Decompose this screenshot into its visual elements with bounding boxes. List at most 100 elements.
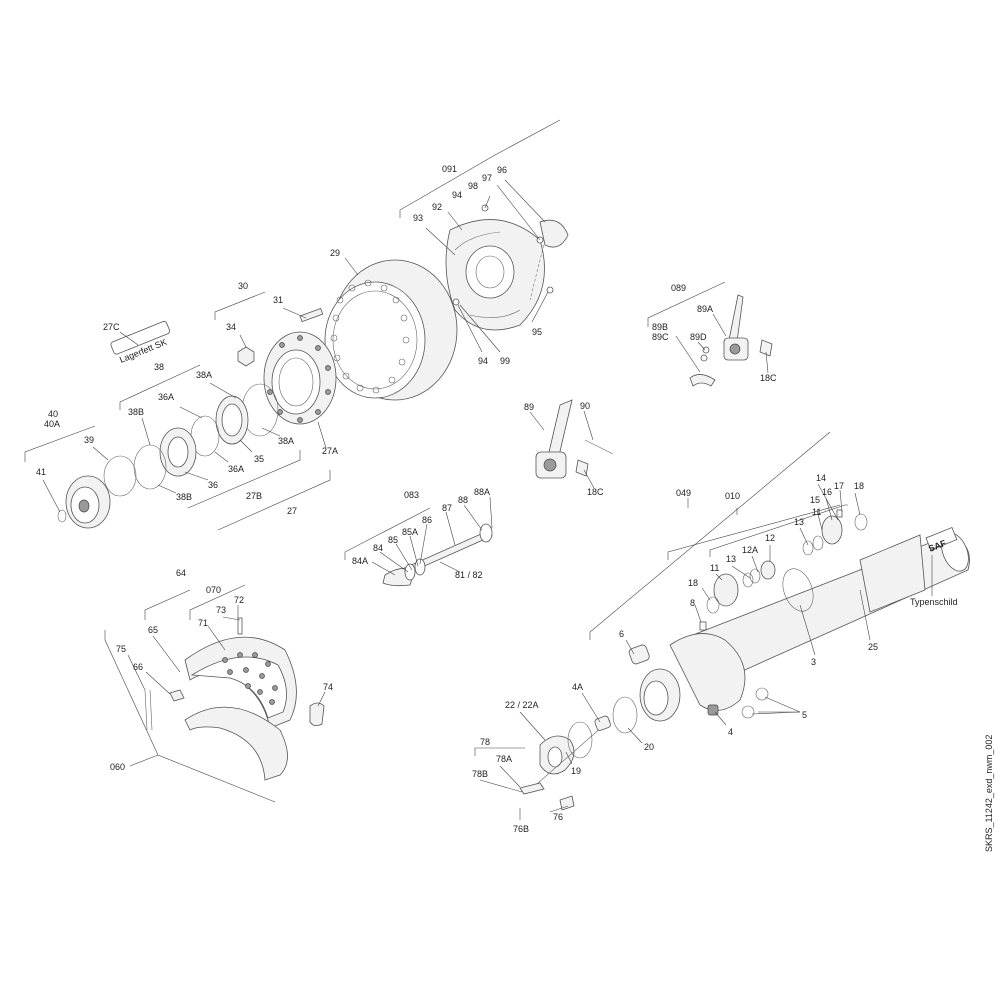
label: 96 bbox=[497, 165, 507, 175]
label: 35 bbox=[254, 454, 264, 464]
label: 12 bbox=[765, 533, 775, 543]
label: 88 bbox=[458, 495, 468, 505]
label: 3 bbox=[811, 657, 816, 667]
label: 38A bbox=[278, 436, 294, 446]
slack-adjuster-89 bbox=[535, 399, 614, 479]
label: 36 bbox=[208, 480, 218, 490]
label: 86 bbox=[422, 515, 432, 525]
label: 19 bbox=[571, 766, 581, 776]
dust-shield bbox=[445, 204, 569, 331]
label: 12A bbox=[742, 545, 758, 555]
label: 38B bbox=[176, 492, 192, 502]
label: 25 bbox=[868, 642, 878, 652]
label: 73 bbox=[216, 605, 226, 615]
label: 95 bbox=[532, 327, 542, 337]
label: 85A bbox=[402, 527, 418, 537]
label: 070 bbox=[206, 585, 221, 595]
label: 40A bbox=[44, 419, 60, 429]
label: 18 bbox=[854, 481, 864, 491]
label: 38 bbox=[154, 362, 164, 372]
label: 94 bbox=[452, 190, 462, 200]
label: 13 bbox=[726, 554, 736, 564]
label: 72 bbox=[234, 595, 244, 605]
label: 76 bbox=[553, 812, 563, 822]
label: 091 bbox=[442, 164, 457, 174]
label: 6 bbox=[619, 629, 624, 639]
label: 75 bbox=[116, 644, 126, 654]
brake-drum bbox=[324, 259, 458, 401]
label: 78 bbox=[480, 737, 490, 747]
label: 94 bbox=[478, 356, 488, 366]
label: 88A bbox=[474, 487, 490, 497]
label: 18C bbox=[587, 487, 604, 497]
label: 13 bbox=[794, 517, 804, 527]
label: 17 bbox=[834, 481, 844, 491]
label: 083 bbox=[404, 490, 419, 500]
label: 65 bbox=[148, 625, 158, 635]
label: 76B bbox=[513, 824, 529, 834]
label: 4 bbox=[728, 727, 733, 737]
label: 5 bbox=[802, 710, 807, 720]
label: 15 bbox=[810, 495, 820, 505]
label: 27B bbox=[246, 491, 262, 501]
label: 41 bbox=[36, 467, 46, 477]
label: 27A bbox=[322, 446, 338, 456]
label: 81 / 82 bbox=[455, 570, 483, 580]
label: 66 bbox=[133, 662, 143, 672]
label: 11 bbox=[812, 507, 821, 517]
label: 38A bbox=[196, 370, 212, 380]
label: 74 bbox=[323, 682, 333, 692]
label: 89B bbox=[652, 322, 668, 332]
label: Typenschild bbox=[910, 597, 958, 607]
slack-adjuster bbox=[689, 294, 773, 387]
label: 85 bbox=[388, 535, 398, 545]
label: 90 bbox=[580, 401, 590, 411]
label: 93 bbox=[413, 213, 423, 223]
label: 89C bbox=[652, 332, 669, 342]
label: 38B bbox=[128, 407, 144, 417]
saf-logo bbox=[925, 526, 958, 551]
cam-bearing bbox=[519, 696, 638, 811]
label: 78B bbox=[472, 769, 488, 779]
label: 89D bbox=[690, 332, 707, 342]
bearing-36A bbox=[190, 395, 249, 457]
label: 30 bbox=[238, 281, 248, 291]
leader-lines bbox=[24, 119, 933, 820]
label: 18 bbox=[688, 578, 698, 588]
label: 84 bbox=[373, 543, 383, 553]
label: 11 bbox=[710, 563, 719, 573]
label: 29 bbox=[330, 248, 340, 258]
label: 4A bbox=[572, 682, 583, 692]
label: 010 bbox=[725, 491, 740, 501]
label: 060 bbox=[110, 762, 125, 772]
label: 27C bbox=[103, 322, 120, 332]
label: 89 bbox=[524, 402, 534, 412]
label: 16 bbox=[822, 487, 832, 497]
label: 36A bbox=[158, 392, 174, 402]
label: 39 bbox=[84, 435, 94, 445]
label: 18C bbox=[760, 373, 777, 383]
label: 14 bbox=[816, 473, 826, 483]
wheel-hub bbox=[237, 307, 337, 425]
brake-shoe bbox=[144, 617, 325, 781]
label: 89A bbox=[697, 304, 713, 314]
label: 64 bbox=[176, 568, 186, 578]
label: 27 bbox=[287, 506, 297, 516]
label: 36A bbox=[228, 464, 244, 474]
label: 22 / 22A bbox=[505, 700, 539, 710]
label: 089 bbox=[671, 283, 686, 293]
label: 87 bbox=[442, 503, 452, 513]
label: 049 bbox=[676, 488, 691, 498]
label: 99 bbox=[500, 356, 510, 366]
label: 31 bbox=[273, 295, 283, 305]
grease-tube bbox=[110, 321, 170, 355]
label: 34 bbox=[226, 322, 236, 332]
axle-beam bbox=[628, 509, 970, 722]
label: 40 bbox=[48, 409, 58, 419]
label: 84A bbox=[352, 556, 368, 566]
label: 92 bbox=[432, 202, 442, 212]
label: 20 bbox=[644, 742, 654, 752]
label: 71 bbox=[198, 618, 208, 628]
drawing-code: SKRS_11242_exd_nwm_002 bbox=[984, 735, 994, 852]
